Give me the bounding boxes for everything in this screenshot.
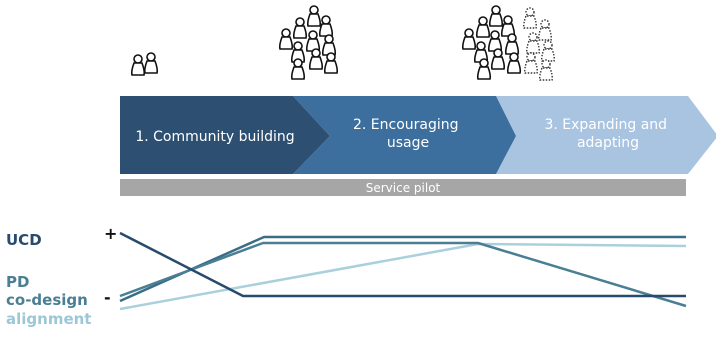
- trend-lines: [119, 231, 687, 311]
- person-icon: [490, 48, 506, 70]
- person-icon: [278, 28, 294, 50]
- person-icon: [321, 34, 337, 56]
- legend-ucd: UCD: [6, 231, 42, 249]
- person-icon: [306, 5, 322, 27]
- person-icon: [318, 15, 334, 37]
- person-icon: [487, 30, 503, 52]
- stage-1-arrow: [120, 96, 330, 174]
- legend-pd: PD: [6, 273, 30, 291]
- person-icon-dotted: [526, 32, 540, 54]
- line-ucd: [119, 231, 686, 298]
- person-icon: [305, 30, 321, 52]
- person-icon: [500, 15, 516, 37]
- person-icon-dotted: [541, 40, 555, 62]
- person-icon: [504, 33, 520, 55]
- stage-2-label: 2. Encouraging usage: [353, 117, 463, 151]
- person-icon-dotted: [523, 7, 537, 29]
- person-icon: [461, 28, 477, 50]
- axis-plus-marker: +: [104, 224, 118, 243]
- stage-arrows: [120, 96, 716, 174]
- person-icon: [130, 54, 146, 76]
- people-group-small: [130, 52, 159, 76]
- stage-3-label: 3. Expanding and adapting: [544, 117, 671, 151]
- person-icon: [475, 16, 491, 38]
- legend-alignment: alignment: [6, 310, 92, 328]
- people-group-medium: [278, 5, 339, 80]
- person-icon: [506, 52, 522, 74]
- stage-labels: 1. Community building 2. Encouraging usa…: [135, 117, 671, 151]
- person-icon: [476, 58, 492, 80]
- person-icon-dotted: [539, 59, 553, 81]
- legend-co-design: co-design: [6, 291, 88, 309]
- axis-minus-marker: -: [104, 288, 111, 307]
- stage-1-label: 1. Community building: [135, 129, 294, 145]
- service-pilot-bar: [120, 179, 686, 196]
- person-icon-dotted: [538, 19, 552, 41]
- line-co-design: [119, 235, 686, 303]
- stage-2-arrow: [293, 96, 516, 174]
- person-icon: [323, 52, 339, 74]
- person-icon: [308, 48, 324, 70]
- people-group-large: [461, 5, 555, 81]
- person-icon-dotted: [524, 52, 538, 74]
- person-icon: [488, 5, 504, 27]
- stage-3-arrow: [496, 96, 716, 174]
- person-icon: [292, 17, 308, 39]
- person-icon: [290, 58, 306, 80]
- person-icon: [143, 52, 159, 74]
- service-pilot-label: Service pilot: [366, 181, 441, 195]
